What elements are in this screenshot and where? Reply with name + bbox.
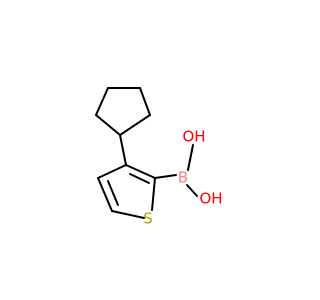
sulfur-label: S (143, 210, 153, 228)
bond-boron-to-bottom-oh (186, 184, 198, 197)
bond-thiophene-c4-c3 (97, 164, 127, 179)
bond-thiophene-to-boron (154, 174, 177, 179)
bond-cyclopentyl-4 (139, 87, 151, 116)
canvas-background (0, 0, 300, 300)
bond-cyclopentyl-2 (95, 87, 109, 116)
double-bond-thiophene-inner-2 (107, 180, 119, 206)
boron-label: B (178, 169, 188, 187)
double-bond-thiophene-inner-1 (129, 173, 150, 184)
bond-cyclopentyl-to-thiophene (119, 134, 127, 166)
hydroxyl-bottom-label: OH (199, 190, 222, 208)
bond-thiophene-c2-s (151, 177, 156, 211)
bond-cyclopentyl-1 (95, 114, 121, 136)
bond-cyclopentyl-5 (119, 114, 151, 136)
bond-boron-to-top-oh (187, 144, 194, 171)
bond-thiophene-c3-c2 (125, 164, 156, 179)
bond-thiophene-s-c5 (111, 210, 145, 219)
molecule-structure: S B OH OH (0, 0, 300, 300)
bond-thiophene-c5-c4 (97, 177, 113, 212)
hydroxyl-top-label: OH (182, 128, 205, 146)
